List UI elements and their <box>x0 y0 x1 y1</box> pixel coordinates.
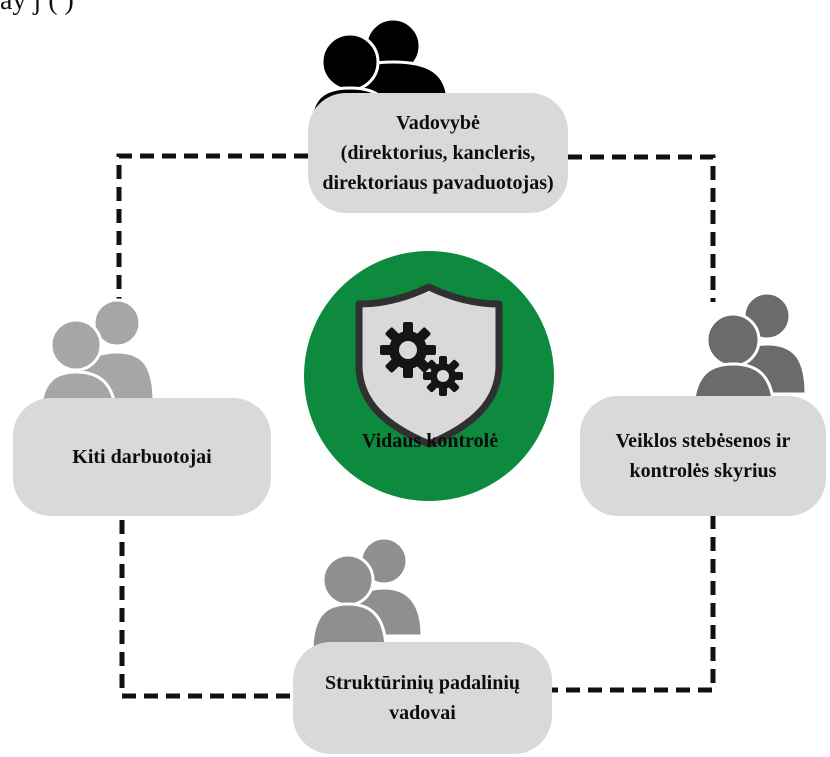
node-monitoring: Veiklos stebėsenos ir kontrolės skyrius <box>580 396 826 516</box>
connector-management-others <box>116 153 308 300</box>
node-structural: Struktūrinių padalinių vadovai <box>293 642 552 754</box>
cropped-caption-text: ay j ( ) <box>0 0 830 19</box>
node-monitoring-line2: kontrolės skyrius <box>629 460 777 482</box>
node-structural-line2: vadovai <box>389 702 456 724</box>
connector-monitoring-structural <box>552 515 716 693</box>
node-structural-line1: Struktūrinių padalinių <box>324 672 521 694</box>
node-management-title: Vadovybė <box>396 112 480 134</box>
connector-others-structural <box>119 520 293 699</box>
node-management-text: Vadovybė (direktorius, kancleris, direkt… <box>322 108 553 198</box>
node-others-label: Kiti darbuotojai <box>72 446 212 468</box>
node-monitoring-text: Veiklos stebėsenos ir kontrolės skyrius <box>616 426 791 486</box>
gear-large-icon <box>380 322 436 378</box>
gear-small-icon <box>423 356 463 396</box>
center-node <box>304 251 554 501</box>
cropped-caption: ay j ( ) <box>0 0 74 16</box>
dashed-connectors <box>116 153 716 699</box>
node-structural-text: Struktūrinių padalinių vadovai <box>325 668 520 728</box>
connector-management-monitoring <box>568 154 716 302</box>
people-icon-structural <box>310 536 424 654</box>
node-management: Vadovybė (direktorius, kancleris, direkt… <box>308 93 568 213</box>
node-management-line3: direktoriaus pavaduotojas) <box>322 172 554 194</box>
center-label: Vidaus kontrolė <box>361 430 499 452</box>
node-monitoring-line1: Veiklos stebėsenos ir <box>615 430 791 452</box>
node-others: Kiti darbuotojai <box>13 398 271 516</box>
people-icon-others <box>38 298 156 422</box>
node-management-line2: (direktorius, kancleris, <box>340 142 536 164</box>
